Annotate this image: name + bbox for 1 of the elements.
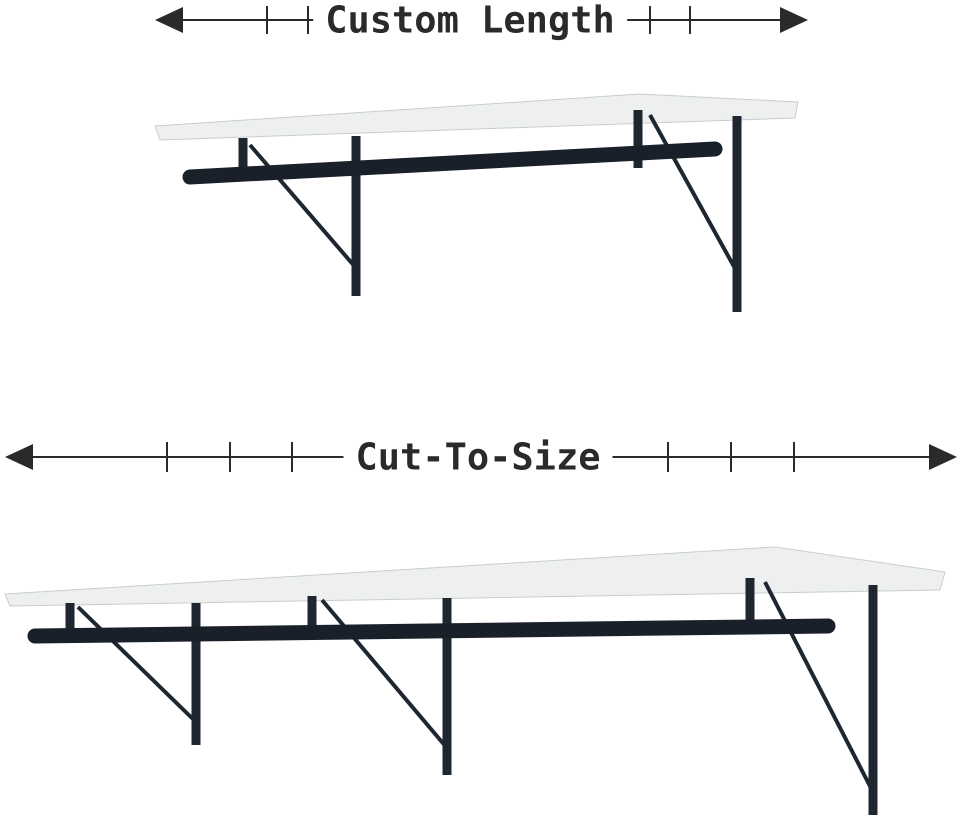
dimension-label: Custom Length xyxy=(313,2,627,38)
